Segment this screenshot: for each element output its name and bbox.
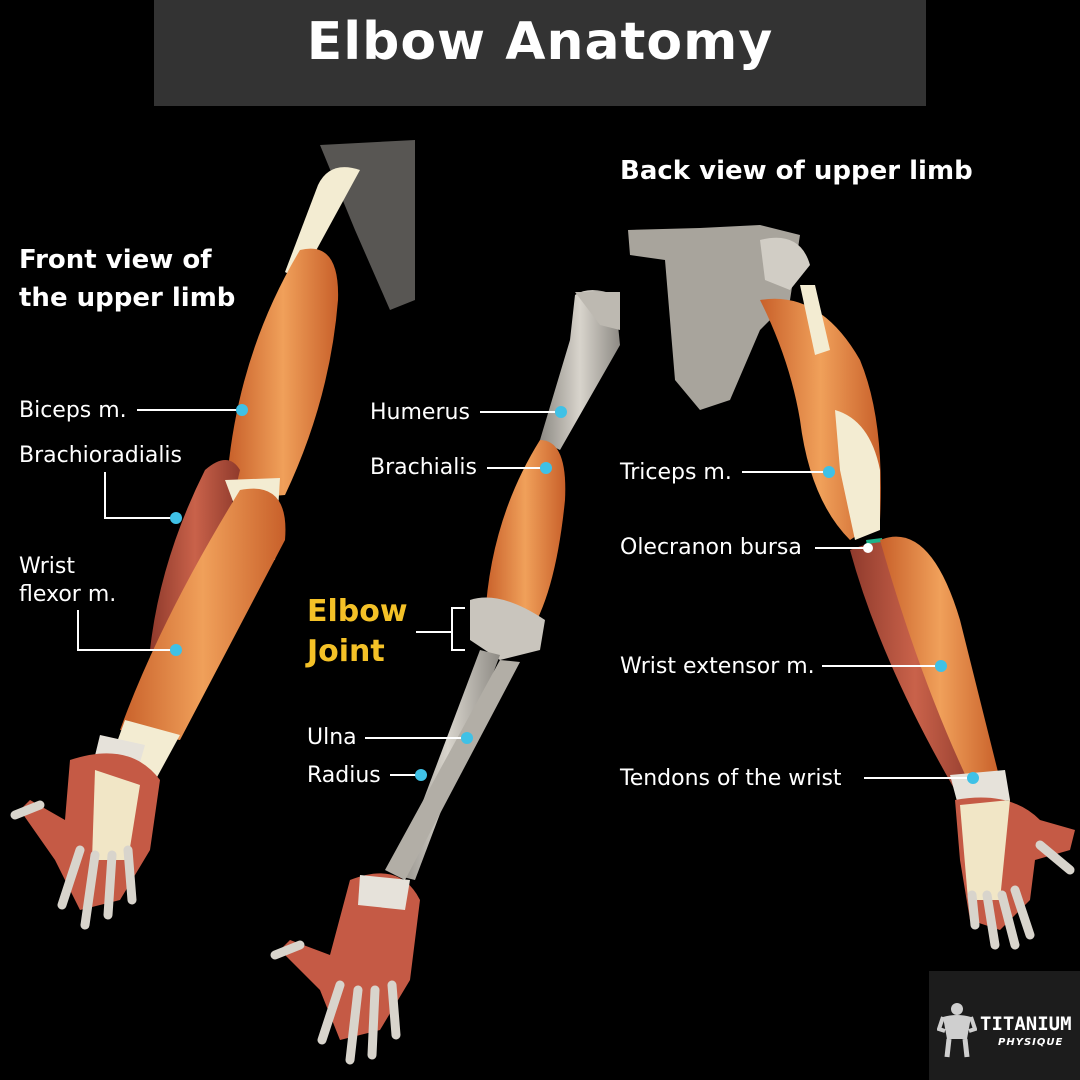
label-olecranon-bursa: Olecranon bursa xyxy=(620,535,802,560)
front-view-arm xyxy=(10,140,415,930)
triceps-long-head-tendon xyxy=(800,285,830,355)
label-humerus: Humerus xyxy=(370,400,470,425)
front-view-heading: Front view of the upper limb xyxy=(19,245,236,313)
middle-carpals xyxy=(358,875,410,910)
marker-wrist-flexor xyxy=(170,644,182,656)
marker-wrist-extensor xyxy=(935,660,947,672)
label-biceps: Biceps m. xyxy=(19,398,127,423)
front-palm-tendons xyxy=(92,770,140,860)
back-view-arm xyxy=(628,225,1075,950)
markers xyxy=(170,404,979,784)
elbow-joint-bones xyxy=(470,597,545,660)
logo-text-titanium: TITANIUM xyxy=(980,1013,1072,1035)
marker-radius xyxy=(415,769,427,781)
humerus-head xyxy=(575,292,620,330)
front-forearm-flexors xyxy=(120,488,286,740)
label-wrist-flexor: Wrist flexor m. xyxy=(19,554,117,607)
marker-humerus xyxy=(555,406,567,418)
radius-bone xyxy=(385,660,520,880)
elbow-joint-bracket xyxy=(451,607,465,651)
front-brachioradialis-muscle xyxy=(150,460,240,650)
marker-tendons-wrist xyxy=(967,772,979,784)
marker-ulna xyxy=(461,732,473,744)
marker-brachialis xyxy=(540,462,552,474)
brand-logo xyxy=(929,971,1080,1080)
page-title: Elbow Anatomy xyxy=(306,12,774,72)
marker-biceps xyxy=(236,404,248,416)
back-hand-tendons xyxy=(960,800,1010,900)
brachialis-muscle xyxy=(485,440,566,643)
label-radius: Radius xyxy=(307,763,381,788)
leader-lines xyxy=(77,409,972,779)
humeral-head xyxy=(760,237,810,290)
marker-olecranon-bursa xyxy=(863,543,873,553)
middle-hand xyxy=(280,873,420,1040)
title-bar: Elbow Anatomy xyxy=(154,0,926,106)
logo-text-physique: PHYSIQUE xyxy=(998,1037,1064,1048)
label-brachialis: Brachialis xyxy=(370,455,477,480)
bodybuilder-icon xyxy=(937,1003,977,1058)
marker-triceps xyxy=(823,466,835,478)
label-triceps: Triceps m. xyxy=(620,460,732,485)
label-elbow-joint: Elbow Joint xyxy=(307,594,408,669)
label-wrist-extensor: Wrist extensor m. xyxy=(620,654,815,679)
triceps-tendon xyxy=(835,410,880,540)
leader-wrist-flexor xyxy=(77,610,175,651)
label-brachioradialis: Brachioradialis xyxy=(19,443,183,468)
label-tendons-wrist: Tendons of the wrist xyxy=(620,766,842,791)
front-biceps-muscle xyxy=(228,248,339,496)
leader-brachioradialis xyxy=(104,472,175,519)
label-ulna: Ulna xyxy=(307,725,357,750)
marker-brachioradialis xyxy=(170,512,182,524)
scapula-bone xyxy=(628,225,800,410)
back-view-heading: Back view of upper limb xyxy=(620,156,973,186)
